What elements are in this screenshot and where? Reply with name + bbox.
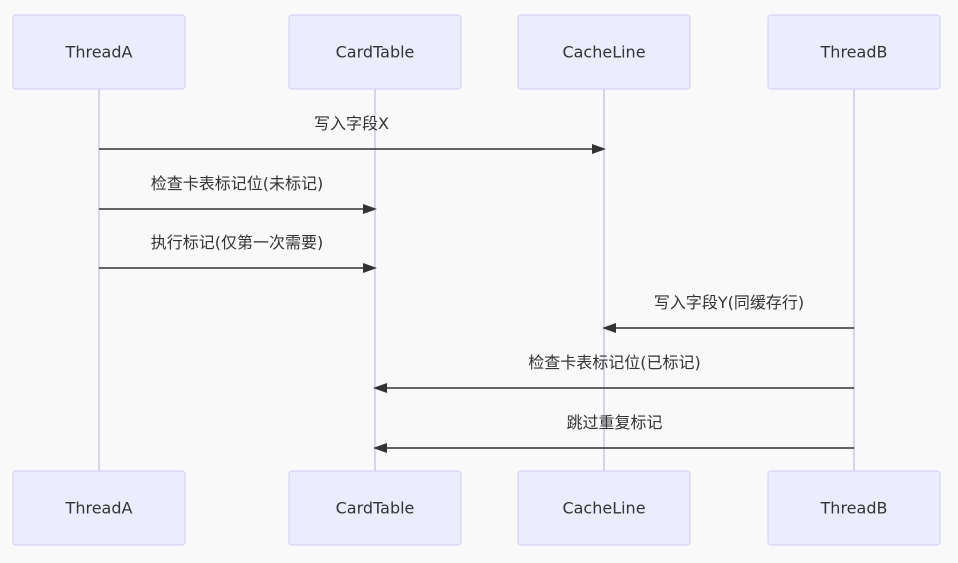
- participant-label: ThreadA: [65, 43, 133, 62]
- participant-label: ThreadB: [820, 43, 888, 62]
- lifelines: [98, 89, 855, 471]
- participant-label: CacheLine: [562, 43, 645, 62]
- arrowhead-icon: [602, 323, 616, 333]
- messages: 写入字段X 检查卡表标记位(未标记) 执行标记(仅第一次需要) 写入字段Y(同缓存行)…: [99, 114, 854, 453]
- participant-label: CardTable: [336, 43, 415, 62]
- participant-box: [12, 14, 186, 90]
- participant-box: [288, 14, 462, 90]
- arrowhead-icon: [373, 383, 387, 393]
- participant-threadB-bottom: ThreadB: [767, 470, 941, 546]
- message-4: 写入字段Y(同缓存行): [602, 293, 854, 333]
- participant-cacheLine-bottom: CacheLine: [517, 470, 691, 546]
- participant-cacheLine-top: CacheLine: [517, 14, 691, 90]
- participant-threadB-top: ThreadB: [767, 14, 941, 90]
- message-5: 检查卡表标记位(已标记): [373, 353, 854, 393]
- message-label: 检查卡表标记位(未标记): [151, 174, 324, 193]
- arrowhead-icon: [363, 263, 377, 273]
- participant-cardTable-top: CardTable: [288, 14, 462, 90]
- participant-box: [517, 470, 691, 546]
- message-label: 跳过重复标记: [566, 413, 662, 432]
- message-3: 执行标记(仅第一次需要): [99, 233, 377, 273]
- arrowhead-icon: [373, 443, 387, 453]
- participant-box: [517, 14, 691, 90]
- participant-box: [12, 470, 186, 546]
- actors-top: ThreadA CardTable CacheLine ThreadB: [12, 14, 941, 90]
- message-label: 执行标记(仅第一次需要): [151, 233, 324, 252]
- message-label: 写入字段Y(同缓存行): [654, 293, 804, 312]
- actors-bottom: ThreadA CardTable CacheLine ThreadB: [12, 470, 941, 546]
- arrowhead-icon: [592, 144, 606, 154]
- message-2: 检查卡表标记位(未标记): [99, 174, 377, 214]
- participant-threadA-top: ThreadA: [12, 14, 186, 90]
- participant-box: [767, 470, 941, 546]
- participant-label: ThreadB: [820, 499, 888, 518]
- message-label: 检查卡表标记位(已标记): [528, 353, 701, 372]
- participant-label: CacheLine: [562, 499, 645, 518]
- participant-cardTable-bottom: CardTable: [288, 470, 462, 546]
- message-6: 跳过重复标记: [373, 413, 854, 453]
- participant-box: [767, 14, 941, 90]
- participant-threadA-bottom: ThreadA: [12, 470, 186, 546]
- arrowhead-icon: [363, 204, 377, 214]
- message-1: 写入字段X: [99, 114, 606, 154]
- participant-box: [288, 470, 462, 546]
- participant-label: ThreadA: [65, 499, 133, 518]
- message-label: 写入字段X: [314, 114, 389, 133]
- participant-label: CardTable: [336, 499, 415, 518]
